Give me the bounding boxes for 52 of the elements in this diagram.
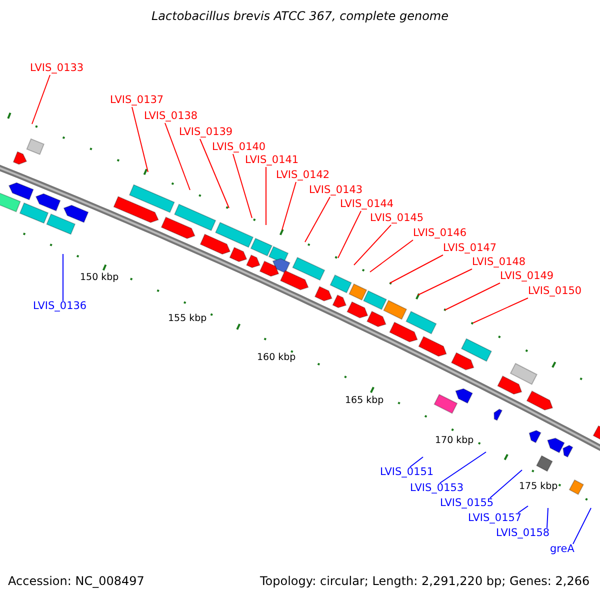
leader-line (518, 506, 528, 514)
gene-label: LVIS_0146 (413, 227, 467, 240)
leader-line (472, 298, 528, 324)
scale-label: 155 kbp (168, 312, 207, 325)
genome-info-text: Topology: circular; Length: 2,291,220 bp; Genes: 2,266 (260, 575, 590, 588)
gene-label: LVIS_0140 (212, 141, 266, 154)
leader-line (32, 74, 50, 124)
gene-label: LVIS_0142 (276, 169, 330, 182)
leader-line (62, 254, 64, 302)
leader-line (304, 196, 330, 242)
leader-line (444, 282, 500, 310)
gene-label: LVIS_0136 (33, 300, 87, 313)
gene-label: LVIS_0141 (245, 154, 299, 167)
leader-line (164, 122, 190, 190)
title: Lactobacillus brevis ATCC 367, complete genome (150, 10, 450, 23)
leader-line (490, 470, 522, 498)
gene-label: LVIS_0138 (144, 110, 198, 123)
gene-label: LVIS_0148 (472, 256, 526, 269)
gene-label: LVIS_0147 (443, 242, 497, 255)
leader-line (282, 182, 296, 230)
gene-label: LVIS_0139 (179, 126, 233, 139)
gene-label: LVIS_0149 (500, 270, 554, 283)
leader-line (440, 452, 486, 484)
scale-label: 175 kbp (519, 480, 558, 493)
leader-line (338, 210, 362, 258)
leader-line (132, 106, 148, 172)
scale-label: 150 kbp (80, 271, 119, 284)
gene-label: LVIS_0150 (528, 285, 582, 298)
gene-label: LVIS_0145 (370, 212, 424, 225)
accession-text: Accession: NC_008497 (8, 575, 144, 588)
gene-label: LVIS_0157 (468, 512, 522, 525)
gene-label: LVIS_0144 (340, 198, 394, 211)
gene-label: greA (550, 543, 574, 556)
leader-line (232, 154, 252, 218)
scale-label: 165 kbp (345, 394, 384, 407)
gene-label: LVIS_0155 (440, 497, 494, 510)
gene-label: LVIS_0158 (496, 527, 550, 540)
leader-line (546, 508, 548, 528)
gene-label: LVIS_0137 (110, 94, 164, 107)
leader-line (354, 224, 392, 266)
leader-line (370, 240, 414, 272)
gene-label: LVIS_0133 (30, 62, 84, 75)
scale-label: 170 kbp (435, 434, 474, 447)
leader-line (572, 508, 592, 544)
leader-line (200, 138, 230, 208)
leader-line (418, 268, 472, 296)
leader-line (390, 254, 444, 284)
scale-label: 160 kbp (257, 351, 296, 364)
gene-label: LVIS_0151 (380, 466, 434, 479)
gene-label: LVIS_0153 (410, 482, 464, 495)
gene-label: LVIS_0143 (309, 184, 363, 197)
leader-line (410, 456, 424, 468)
